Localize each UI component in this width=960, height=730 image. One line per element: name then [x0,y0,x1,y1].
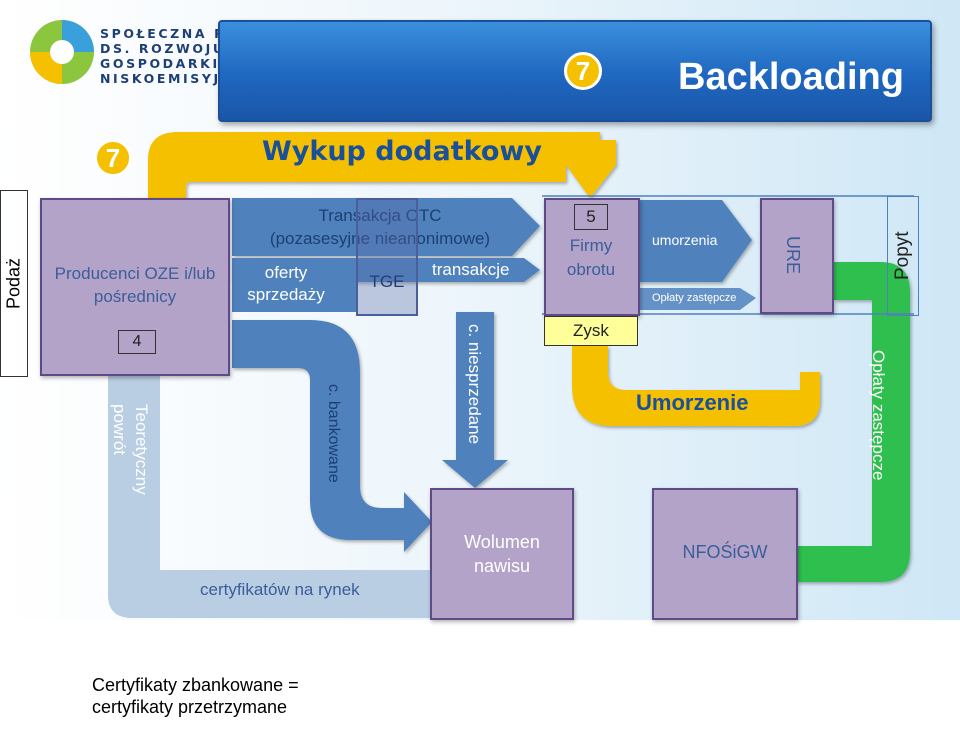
trading-firms-badge: 5 [574,204,608,230]
logo-line-3: GOSPODARKI [100,56,220,71]
redemption-label: Umorzenie [636,390,749,415]
footnote-line-2: certyfikaty przetrzymane [92,697,288,717]
buyback-label: Wykup dodatkowy [262,136,542,167]
replacement-fee-label: Opłaty zastępcze [869,350,888,481]
umorzenia-arrow [638,200,752,282]
profit-badge: Zysk [544,316,638,346]
ure-box [760,198,834,314]
trading-firms-line-2: obrotu [566,260,616,279]
demand-label: Popyt [892,231,913,281]
supply-side-label: Podaż [0,190,28,377]
otc-label: Transakcja OTC (pozasesyjne nieanonimowe… [244,204,516,250]
unsold-flow-arrow [442,312,508,488]
overhang-volume-label: Wolumen nawisu [430,530,574,578]
trading-firms-line-1: Firmy [569,236,613,255]
supply-label: Podaż [3,257,24,310]
return-flow-line-1: Teoretyczny [132,404,151,495]
demand-side-label: Popyt [887,196,919,316]
offers-label: oferty sprzedaży [236,262,336,306]
return-flow-label: Teoretyczny powrót [108,404,152,495]
tge-box [356,198,418,316]
offers-line-1: oferty [264,263,308,282]
ure-label: URE [783,236,803,275]
banked-flow-arrow [232,320,432,552]
offers-block [232,258,356,312]
otc-arrow [232,198,540,256]
buyback-number-badge: 7 [94,139,132,177]
producers-badge: 4 [118,330,156,354]
buyback-flow-arrow [148,132,616,198]
return-flow-line-2: powrót [110,404,129,456]
nfosigw-label: NFOŚiGW [682,542,768,562]
logo-line-4: NISKOEMISYJNEJ [100,71,253,86]
banner-number: 7 [575,55,591,86]
replacement-fee-flow-arrow [796,262,910,582]
footnote: Certyfikaty zbankowane = certyfikaty prz… [92,674,299,718]
transactions-label: transakcje [432,260,510,279]
overhang-volume-box [430,488,574,620]
return-flow-arrow [108,372,430,618]
overhang-line-1: Wolumen [464,532,540,552]
tge-label: TGE [369,272,405,291]
trading-firms-label: Firmy obrotu [544,234,638,282]
banner-number-badge: 7 [564,52,602,90]
page-title: Backloading [678,56,904,98]
overhang-line-2: nawisu [473,556,531,576]
to-market-label: certyfikatów na rynek [200,580,360,599]
nfosigw-box [652,488,798,620]
otc-line-1: Transakcja OTC [318,206,442,225]
flow-diagram [108,132,914,618]
logo-icon [30,20,94,84]
unsold-label: c. niesprzedane [465,324,484,445]
buyback-number: 7 [105,142,121,173]
redemption-flow-arrow [572,346,820,426]
oplaty-small-arrow [638,288,756,310]
banked-label: c. bankowane [325,384,342,483]
redemptions-label: umorzenia [652,232,718,248]
otc-line-2: (pozasesyjne nieanonimowe) [269,229,491,248]
logo-line-2: DS. ROZWOJU [100,41,226,56]
offers-line-2: sprzedaży [247,285,325,304]
producers-label: Producenci OZE i/lub pośrednicy [54,264,216,306]
replacement-fee-small-label: Opłaty zastępcze [652,292,737,304]
footnote-line-1: Certyfikaty zbankowane = [92,675,299,695]
